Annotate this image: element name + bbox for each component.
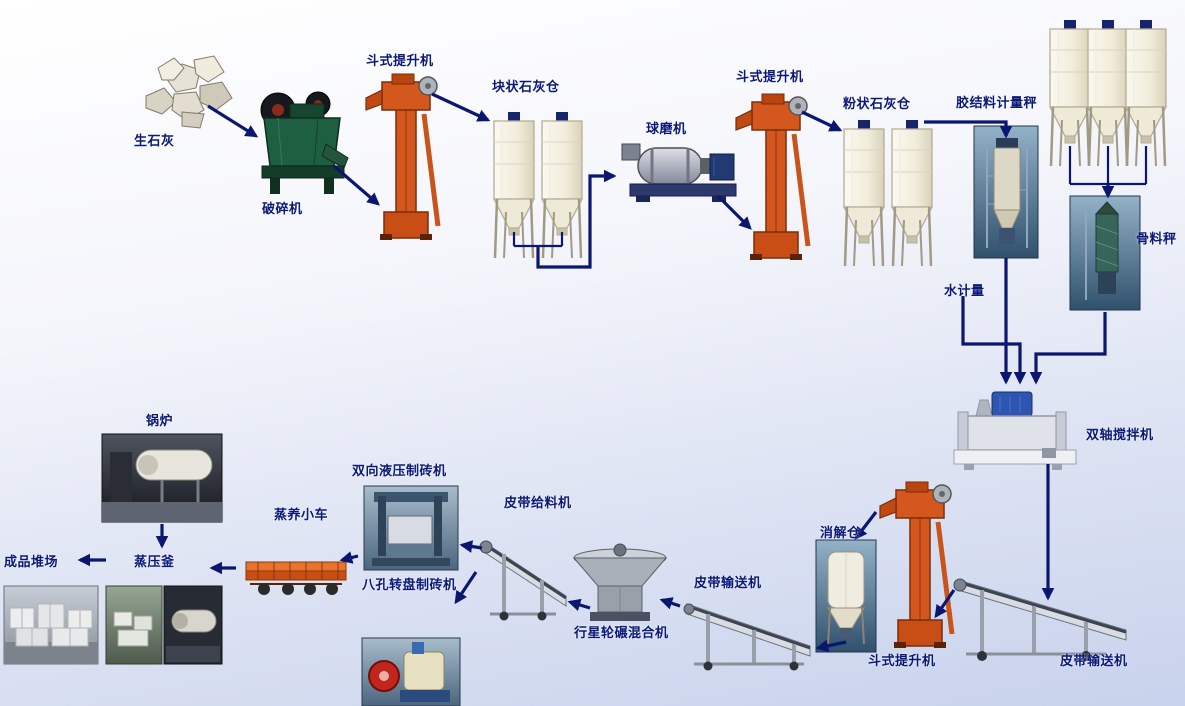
label-bucket-elevator-3: 斗式提升机 [868,653,936,668]
arrow-ball-mill-to-elevator2 [716,194,752,230]
arrow-belt-feeder-to-rotary-press [454,571,478,605]
pipe-lump-silo-manifold [512,232,564,248]
powder-lime-silos [842,118,934,268]
label-water-meter: 水计量 [944,283,985,298]
digestion-silo [815,539,877,653]
bucket-elevator-1 [366,74,438,240]
belt-conveyor-right [953,578,1127,661]
aggregate-silos [1048,18,1168,168]
boiler [101,433,223,523]
bucket-elevator-3 [880,482,952,648]
label-curing-cart: 蒸养小车 [274,507,329,522]
arrow-lump-silo-to-ball-mill [536,169,617,269]
arrow-press-to-curing-cart [339,551,359,564]
label-autoclave: 蒸压釜 [134,554,175,569]
autoclave-photos [105,585,223,665]
arrow-powder-silo-to-binder-weigher [924,120,1013,139]
label-quicklime: 生石灰 [134,133,175,148]
arrow-conveyor-mid-to-planetary-mixer [659,597,681,610]
arrow-aggregate-scale-to-mixer [1029,312,1107,385]
label-product-yard: 成品堆场 [4,554,59,569]
label-ball-mill: 球磨机 [646,121,687,136]
arrow-crusher-to-elevator1 [332,164,380,206]
ball-mill [621,143,737,202]
arrow-planetary-mixer-to-belt-feeder [567,598,591,612]
label-bucket-elevator-2: 斗式提升机 [736,69,804,84]
quicklime-rock-pile [145,55,233,129]
label-bucket-elevator-1: 斗式提升机 [366,53,434,68]
label-twin-shaft-mixer: 双轴搅拌机 [1086,427,1154,442]
belt-feeder [479,540,567,621]
arrow-water-to-mixer [961,296,1027,385]
steam-curing-cart [245,561,347,595]
arrow-elevator1-to-lump-silo [431,92,491,122]
label-planetary-mixer: 行星轮碾混合机 [574,625,669,640]
label-digestion-silo: 消解仓 [820,525,861,540]
jaw-crusher [260,91,349,194]
lump-lime-silos [492,110,584,260]
arrow-quicklime-to-crusher [207,104,259,138]
label-crusher: 破碎机 [262,201,303,216]
belt-conveyor-middle [683,603,811,671]
planetary-wheel-mixer [572,543,668,621]
pipe-aggregate-silo-manifold [1068,146,1148,186]
arrow-elevator3-to-digestion-silo [854,511,878,541]
bucket-elevator-2 [736,94,808,260]
twin-shaft-mixer [953,391,1077,470]
arrow-conveyor-right-to-elevator3 [934,589,956,619]
hydraulic-brick-press [363,485,459,571]
label-boiler: 锅炉 [146,413,174,428]
arrow-belt-feeder-to-hydraulic-press [459,540,483,553]
label-belt-feeder: 皮带给料机 [504,495,572,510]
label-rotary-brick-press: 八孔转盘制砖机 [362,577,457,592]
label-belt-conveyor-right: 皮带输送机 [1060,653,1128,668]
label-powder-lime-silo: 粉状石灰仓 [843,96,911,111]
arrow-elevator2-to-powder-silo [801,110,843,132]
label-lump-lime-silo: 块状石灰仓 [492,79,560,94]
binder-weigher [973,125,1039,259]
arrow-digestion-silo-to-conveyor-mid [815,639,847,653]
aggregate-scale [1069,195,1141,311]
label-aggregate-scale: 骨料秤 [1136,231,1177,246]
label-hydraulic-brick-press: 双向液压制砖机 [352,463,447,478]
label-binder-weigher: 胶结料计量秤 [956,95,1038,110]
label-belt-conveyor-middle: 皮带输送机 [694,575,762,590]
product-yard-photo [3,585,99,665]
rotary-brick-press [361,637,461,706]
